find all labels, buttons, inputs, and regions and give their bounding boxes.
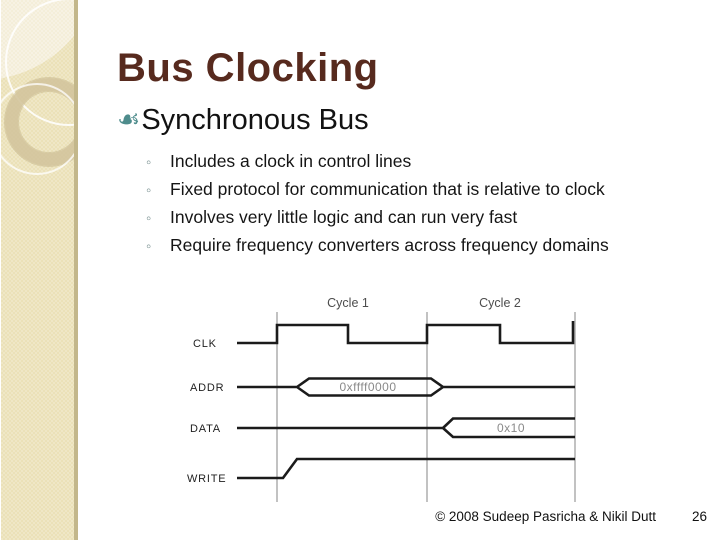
footer-copyright: © 2008 Sudeep Pasricha & Nikil Dutt <box>435 509 656 524</box>
clk-waveform <box>237 321 575 345</box>
signal-label-clk: CLK <box>193 338 217 350</box>
timing-diagram-canvas: Cycle 1 Cycle 2 CLK ADDR 0xffff0000 DATA… <box>187 296 576 502</box>
timing-diagram: Cycle 1 Cycle 2 CLK ADDR 0xffff0000 DATA… <box>185 290 590 505</box>
list-item: ◦ Involves very little logic and can run … <box>146 203 609 231</box>
sub-bullet-text: Involves very little logic and can run v… <box>170 207 518 227</box>
list-item: ◦ Fixed protocol for communication that i… <box>146 175 609 203</box>
sub-bullet-text: Fixed protocol for communication that is… <box>170 179 605 199</box>
decorative-sidebar <box>1 0 78 540</box>
signal-label-write: WRITE <box>187 473 226 485</box>
circle-bullet-icon: ◦ <box>146 238 152 255</box>
circle-bullet-icon: ◦ <box>146 210 152 227</box>
cycle-2-label: Cycle 2 <box>479 296 521 310</box>
main-bullet-item: ☙Synchronous Bus <box>117 104 369 137</box>
write-waveform <box>237 457 575 480</box>
sub-bullet-list: ◦ Includes a clock in control lines ◦ Fixe… <box>146 147 609 259</box>
cycle-1-label: Cycle 1 <box>327 296 369 310</box>
signal-label-data: DATA <box>190 423 221 435</box>
sub-bullet-text: Require frequency converters across freq… <box>170 235 609 255</box>
signal-label-addr: ADDR <box>190 382 224 394</box>
page-title: Bus Clocking <box>117 46 379 90</box>
main-bullet-label: Synchronous Bus <box>141 104 369 136</box>
data-bus-value: 0x10 <box>497 421 525 435</box>
list-item: ◦ Require frequency converters across fre… <box>146 231 609 259</box>
flourish-bullet-icon: ☙ <box>117 104 141 134</box>
ring-highlight-ornament <box>1 83 74 175</box>
circle-bullet-icon: ◦ <box>146 182 152 199</box>
page-number: 26 <box>691 509 707 524</box>
data-waveform <box>237 417 575 439</box>
addr-waveform <box>237 377 575 397</box>
list-item: ◦ Includes a clock in control lines <box>146 147 609 175</box>
sub-bullet-text: Includes a clock in control lines <box>170 151 412 171</box>
addr-bus-value: 0xffff0000 <box>339 380 396 394</box>
circle-bullet-icon: ◦ <box>146 154 152 171</box>
